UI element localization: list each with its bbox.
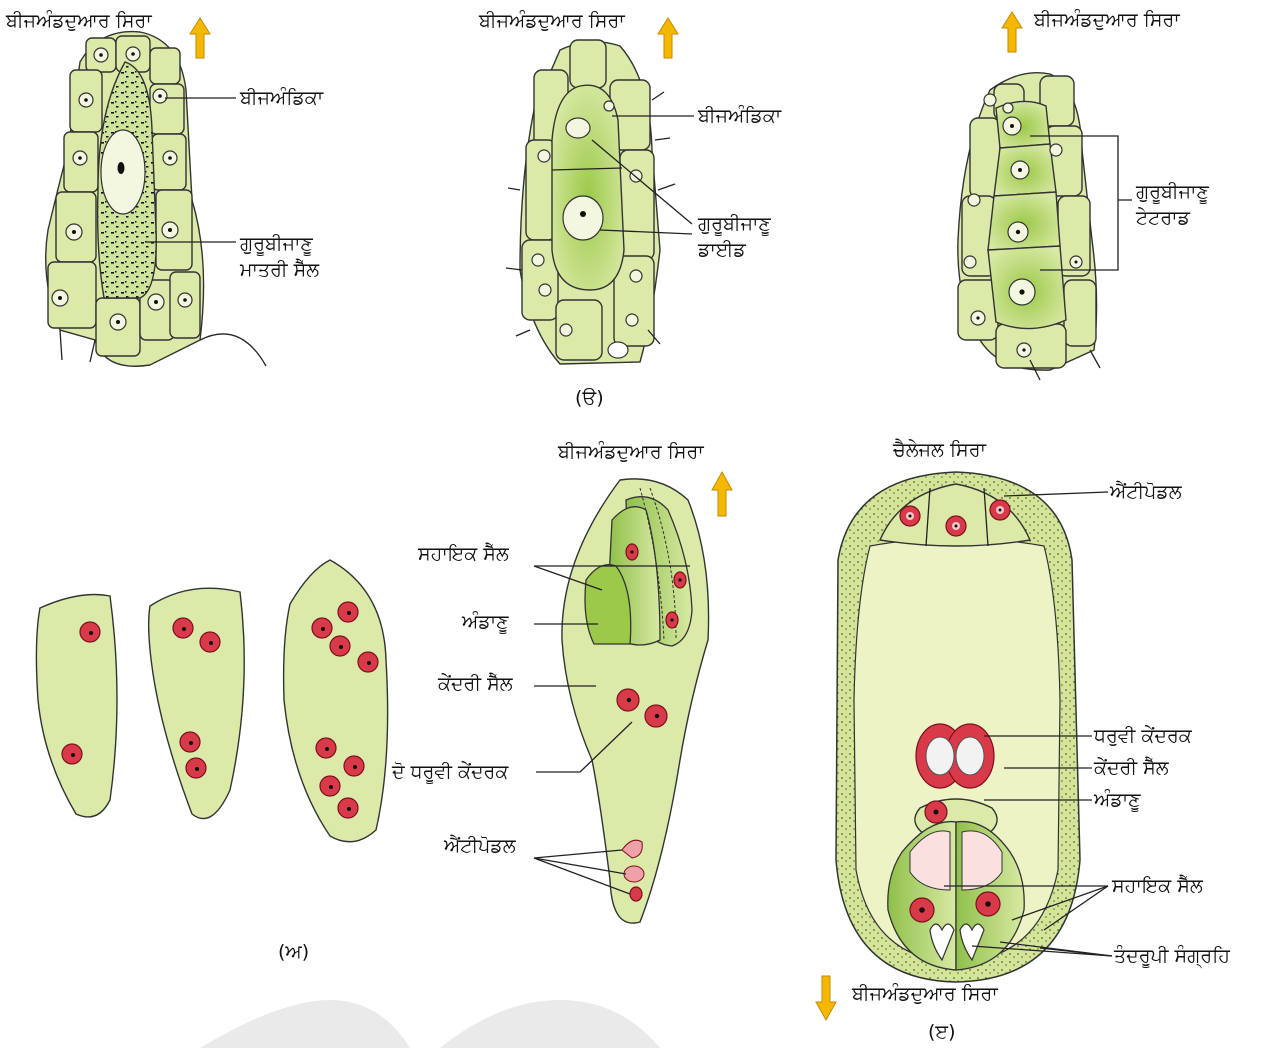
mmc-label-line2: ਮਾਤਰੀ ਸੈੱਲ [239,258,320,281]
two-nucleate-embryo-sac [36,595,117,817]
antipodals-label: ਐਂਟੀਪੋਡਲ [1109,480,1183,503]
central-cell-label: ਕੇਂਦਰੀ ਸੈੱਲ [1093,756,1170,779]
micropylar-end-label: ਬੀਜਅੰਡਦੁਆਰ ਸਿਰਾ [557,441,704,463]
tetrad-label-line1: ਗੁਰੂਬੀਜਾਣੂ [1135,181,1209,205]
arrow-up-icon [1002,12,1022,52]
micropylar-end-label: ਬੀਜਅੰਡਦੁਆਰ ਸਿਰਾ [851,983,998,1005]
dyad-label-line1: ਗੁਰੂਬੀਜਾਣੂ [697,213,771,237]
watermark [200,1000,660,1048]
egg-label: ਅੰਡਾਣੂ [461,611,509,635]
nucellus-label: ਬੀਜਅੰਡਿਕਾ [239,87,324,109]
micropylar-end-label: ਬੀਜਅੰਡਦੁਆਰ ਸਿਰਾ [478,10,625,32]
polar-nuclei-label: ਦੋ ਧਰੂਵੀ ਕੇਂਦਰਕ [391,761,509,785]
four-nucleate-embryo-sac [149,588,245,818]
panel-seven-celled-embryo-sac: ਬੀਜਅੰਡਦੁਆਰ ਸਿਰਾ ਸਹਾਇਕ ਸੈੱਲ ਅੰਡਾਣੂ ਕੇ [391,441,732,923]
antipodals-label: ਐਂਟੀਪੋਡਲ [443,834,517,857]
micropylar-end-label: ਬੀਜਅੰਡਦੁਆਰ ਸਿਰਾ [5,10,152,32]
panel-megaspore-tetrad: ਬੀਜਅੰਡਦੁਆਰ ਸਿਰਾ ਗੁਰੂਬੀਜਾਣੂ ਟੇ [958,9,1210,380]
arrow-down-icon [816,976,836,1020]
nucellus-label: ਬੀਜਅੰਡਿਕਾ [697,105,782,127]
chalazal-end-label: ਚੈਲੇਜਲ ਸਿਰਾ [892,438,986,461]
mmc-label-line1: ਗੁਰੂਬੀਜਾਣੂ [239,233,313,257]
micropylar-end-label: ਬੀਜਅੰਡਦੁਆਰ ਸਿਰਾ [1033,9,1180,31]
synergids-label: ਸਹਾਇਕ ਸੈੱਲ [417,542,510,565]
panel-mature-embryo-sac: ਚੈਲੇਜਲ ਸਿਰਾ [816,438,1230,1043]
caption-a: (ੳ) [575,387,604,409]
panel-megaspore-dyad: ਬੀਜਅੰਡਦੁਆਰ ਸਿਰਾ ਬੀਜਅੰਡਿਕਾ ਗੁਰੂ [478,10,782,409]
caption-b: (ਅ) [278,941,309,963]
synergids-label: ਸਹਾਇਕ ਸੈੱਲ [1111,874,1204,897]
panel-megaspore-mother-cell: ਬੀਜਅੰਡਦੁਆਰ ਸਿਰਾ [5,10,324,366]
dyad-label-line2: ਡਾਈਡ [697,239,746,261]
central-cell-label: ਕੇਂਦਰੀ ਸੈੱਲ [437,672,514,695]
eight-nucleate-embryo-sac [284,560,388,842]
polar-nuclei-label: ਧਰੁਵੀ ਕੇਂਦਰਕ [1093,725,1193,747]
arrow-up-icon [712,472,732,516]
arrow-up-icon [190,18,210,58]
arrow-up-icon [658,18,678,58]
caption-c: (ੲ) [928,1021,955,1043]
filiform-apparatus-label: ਤੰਦਰੂਪੀ ਸੰਗ੍ਰਹਿ [1113,945,1230,969]
tetrad-label-line2: ਟੇਟਰਾਡ [1135,207,1191,229]
panel-free-nuclear-stages: (ਅ) [36,560,387,963]
egg-label: ਅੰਡਾਣੂ [1093,789,1141,813]
